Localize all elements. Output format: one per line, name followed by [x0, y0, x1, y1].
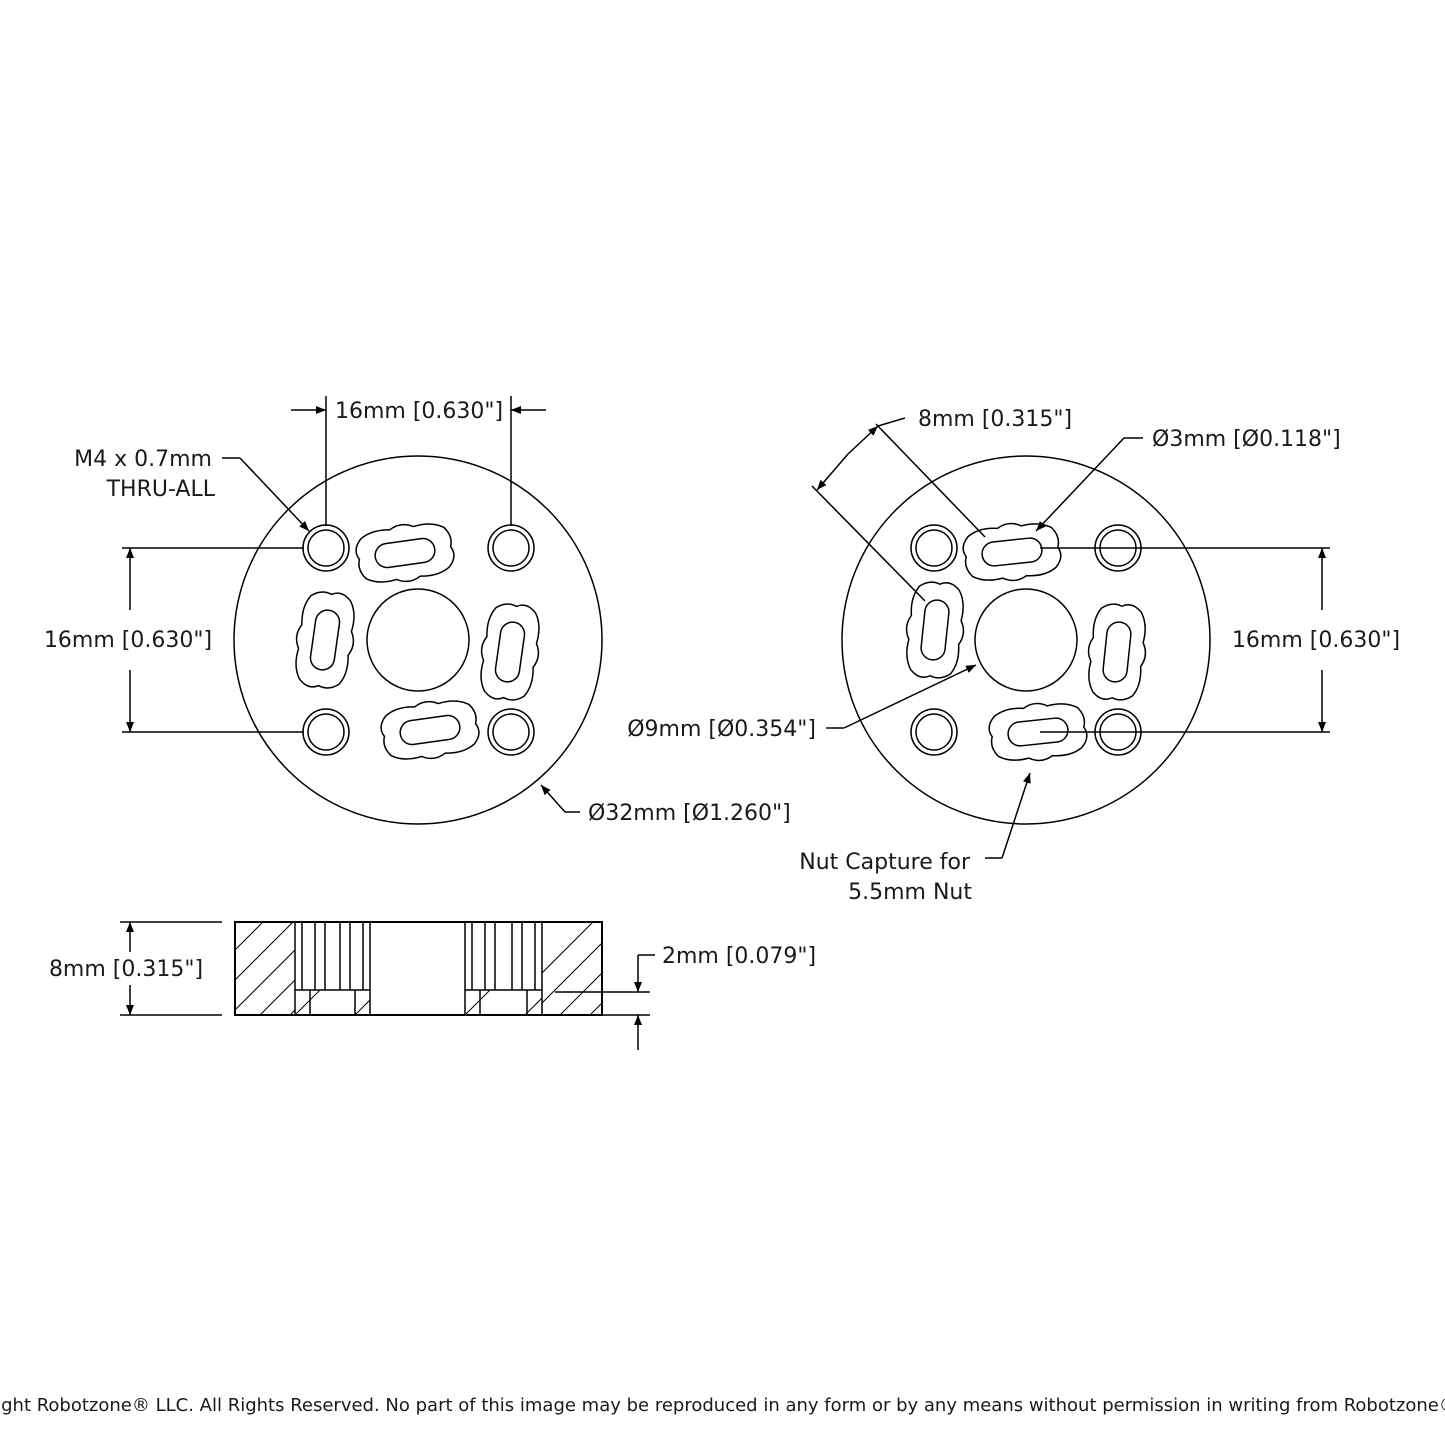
thickness-label: 8mm [0.315"] — [49, 957, 203, 982]
section-view: 8mm [0.315"] 2mm [0.079"] — [49, 921, 816, 1050]
tapped-hole — [487, 524, 535, 572]
outer-diameter-circle — [841, 455, 1211, 825]
nut-capture — [480, 603, 540, 701]
nut-capture-label-1: Nut Capture for — [799, 850, 971, 875]
right-top-view: 8mm [0.315"] Ø3mm [Ø0.118"] 16mm [0.630"… — [627, 407, 1400, 905]
left-top-view: 16mm [0.630"] M4 x 0.7mm THRU-ALL 16mm [… — [44, 396, 791, 826]
slot-spacing-label: 8mm [0.315"] — [918, 407, 1072, 432]
tapped-hole-label-2: THRU-ALL — [106, 477, 216, 502]
tapped-hole — [910, 708, 958, 756]
nut-capture — [962, 522, 1062, 582]
top-hole-spacing-label: 16mm [0.630"] — [335, 399, 503, 424]
tapped-hole-label-1: M4 x 0.7mm — [74, 447, 212, 472]
tapped-hole — [302, 708, 350, 756]
right-vertical-spacing-label: 16mm [0.630"] — [1232, 628, 1400, 653]
copyright-notice: Copyright Robotzone® LLC. All Rights Res… — [0, 1395, 1445, 1416]
center-bore-circle — [366, 588, 470, 692]
center-bore-circle — [974, 588, 1078, 692]
tapped-hole — [910, 524, 958, 572]
nut-capture-label-2: 5.5mm Nut — [848, 880, 972, 905]
nut-capture — [905, 581, 965, 679]
tapped-hole — [302, 524, 350, 572]
outer-diameter-label: Ø32mm [Ø1.260"] — [588, 801, 791, 826]
nut-capture — [295, 591, 355, 689]
center-bore-label: Ø9mm [Ø0.354"] — [627, 717, 816, 742]
nut-capture — [355, 523, 455, 583]
small-hole-diameter-label: Ø3mm [Ø0.118"] — [1152, 427, 1341, 452]
counterbore-depth-label: 2mm [0.079"] — [662, 944, 816, 969]
left-vertical-spacing-label: 16mm [0.630"] — [44, 628, 212, 653]
tapped-hole — [487, 708, 535, 756]
nut-capture — [380, 700, 480, 760]
nut-capture — [1087, 603, 1147, 701]
nut-capture — [988, 702, 1088, 762]
outer-diameter-circle — [233, 455, 603, 825]
